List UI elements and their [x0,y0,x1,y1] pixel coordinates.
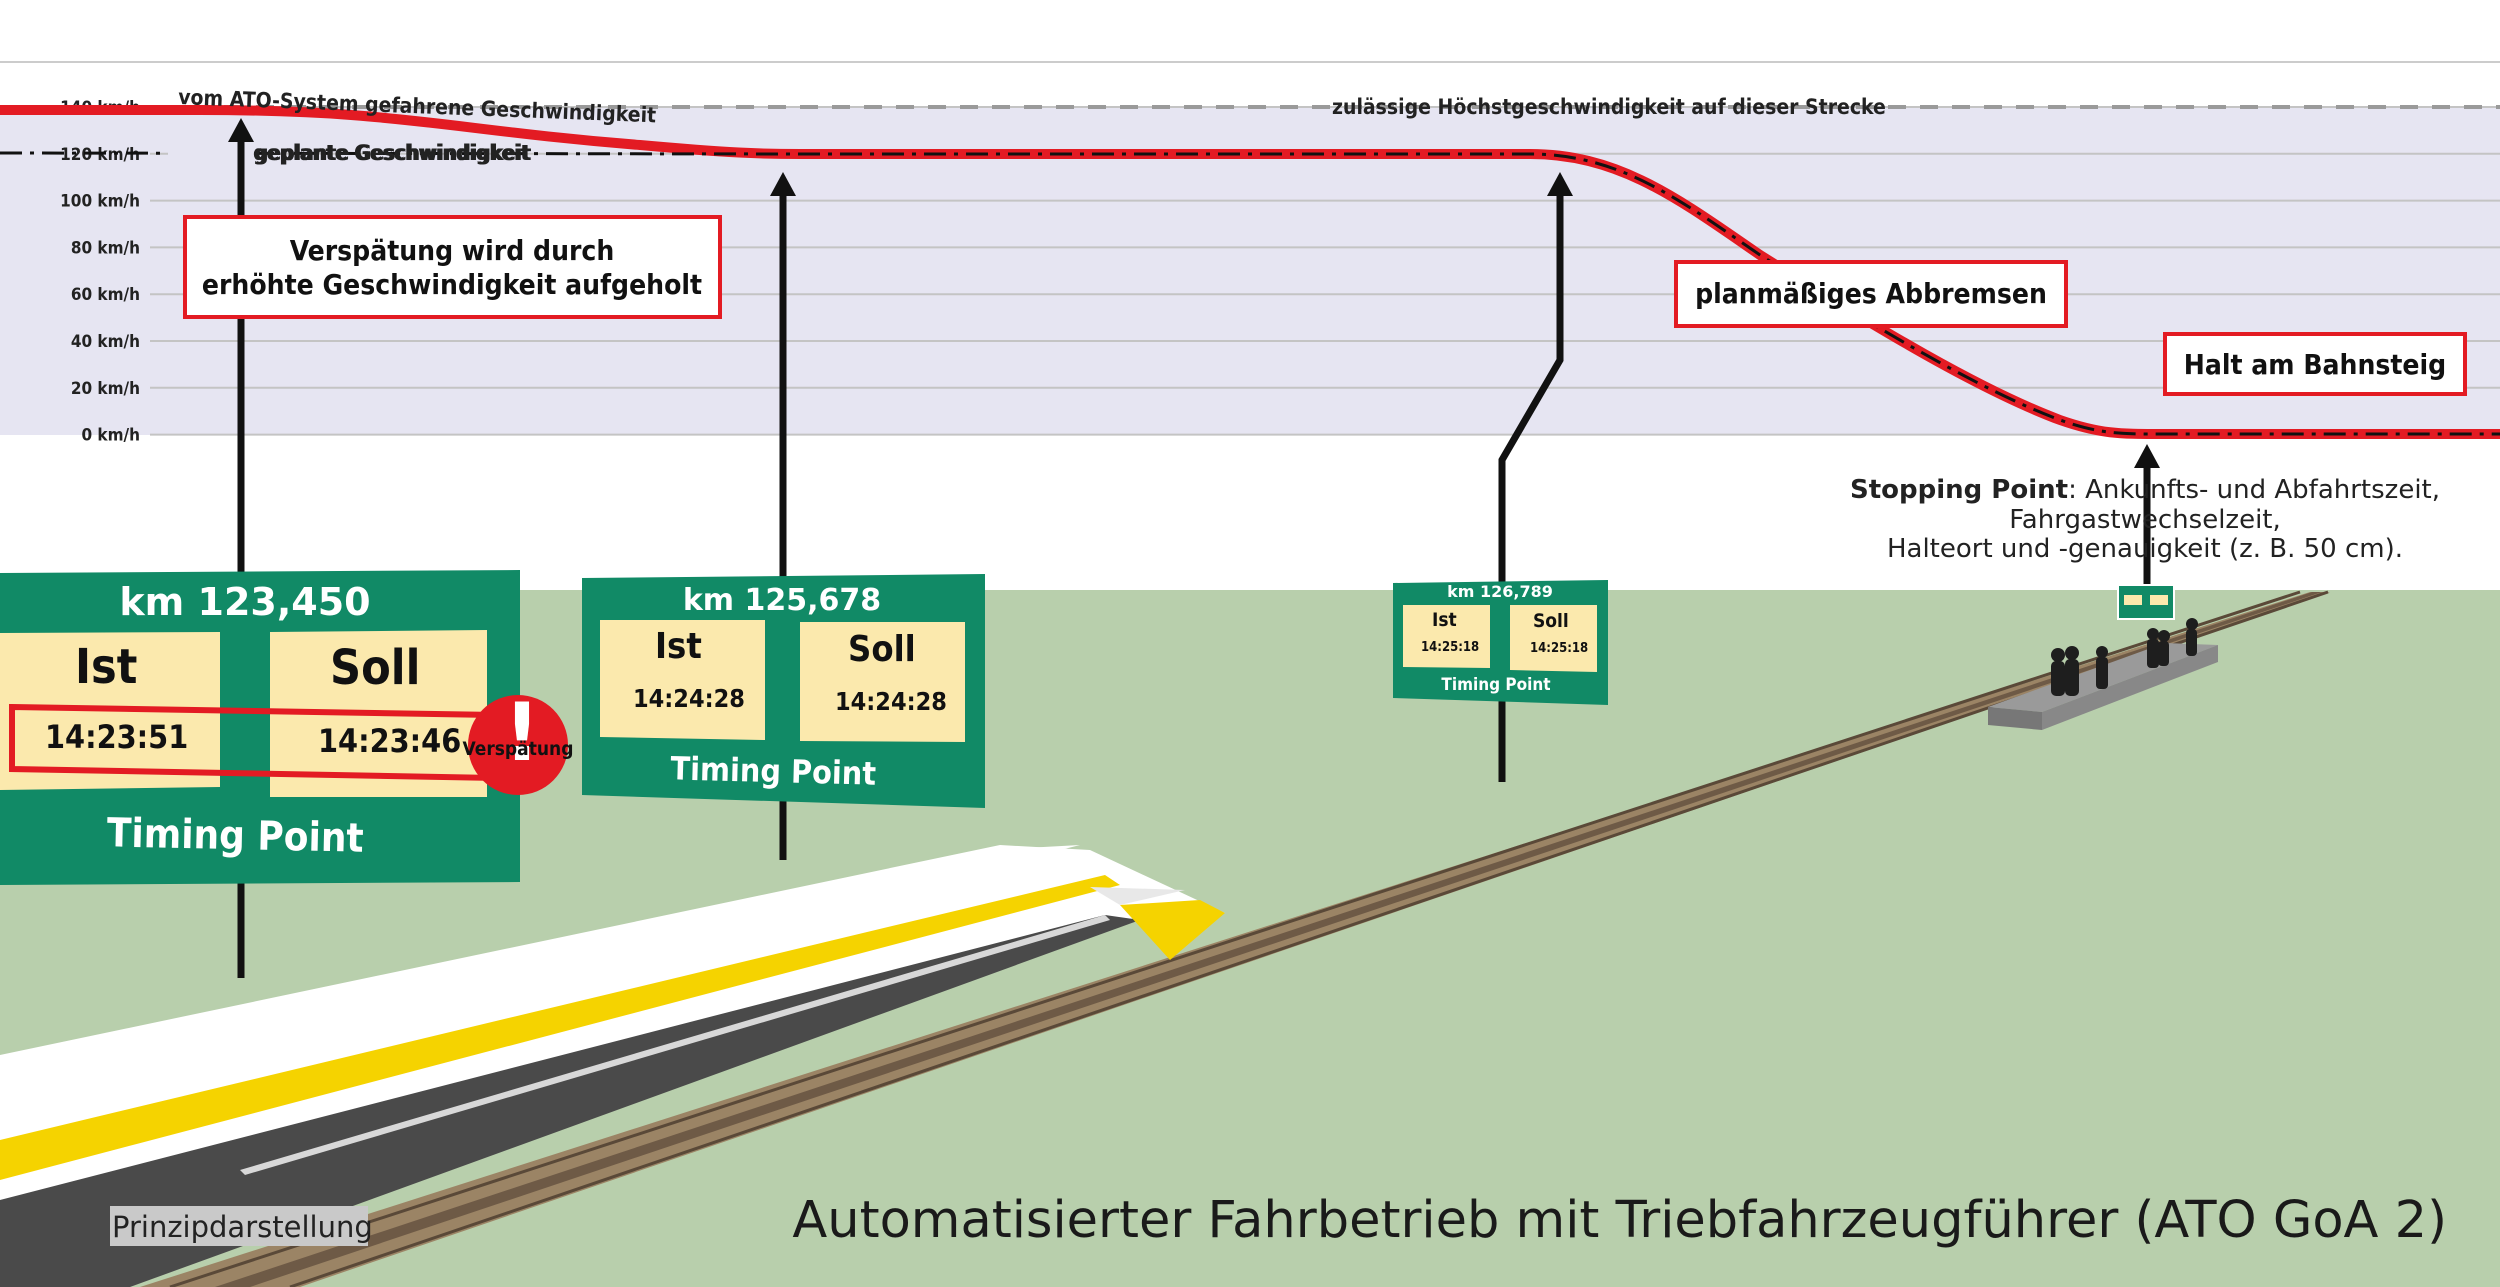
stopping-point-line1: Stopping Point: Ankunfts- und Abfahrtsze… [1850,475,2440,505]
rail-left [169,590,2301,1287]
arrow-head-4 [2134,444,2160,468]
svg-text:erhöhte Geschwindigkeit aufgeh: erhöhte Geschwindigkeit aufgeholt [202,268,702,301]
y-tick-label: 120 km/h [60,145,140,165]
tp3-km: km 126,789 [1447,582,1553,601]
callout-braking: planmäßiges Abbremsen [1674,260,2068,328]
arrow-head-3 [1547,172,1573,196]
stopping-point-info: Stopping Point: Ankunfts- und Abfahrtsze… [1850,475,2440,620]
train-roof-white [0,845,1080,1120]
y-tick-label: 40 km/h [71,332,140,352]
stopping-point-line3: Halteort und -genauigkeit (z. B. 50 cm). [1887,534,2403,564]
max-speed-label: zulässige Höchstgeschwindigkeit auf dies… [1332,95,1886,119]
tp3-name: Timing Point [1441,675,1550,695]
note-label: Prinzipdarstellung [112,1210,373,1244]
track-rail-dark [215,592,2322,1287]
train-cab-yellow [1120,900,1225,960]
y-tick-label: 60 km/h [71,285,140,305]
tp2-soll-time: 14:24:28 [835,687,947,716]
passengers [2051,618,2198,696]
planned-speed-label: geplante Geschwindigkeit [255,141,531,165]
timing-point-sign-1: km 123,450 Ist Soll 14:23:51 14:23:46 Ti… [0,570,573,885]
tp1-ist-time: 14:23:51 [45,718,188,756]
tp2-name: Timing Point [670,749,877,792]
tp2-ist-time: 14:24:28 [633,684,745,713]
diagram-title: Automatisierter Fahrbetrieb mit Triebfah… [792,1191,2447,1250]
tp3-ist-time: 14:25:18 [1421,640,1479,655]
tp1-km: km 123,450 [119,580,370,624]
y-tick-label: 80 km/h [71,238,140,258]
delay-label: Verspätung [463,738,574,760]
callout-halt: Halt am Bahnsteig [2163,332,2467,396]
callout-delay-recovery: Verspätung wird durch erhöhte Geschwindi… [183,215,722,319]
delay-badge [468,695,568,795]
platform-side [2042,645,2218,730]
svg-text:planmäßiges Abbremsen: planmäßiges Abbremsen [1695,277,2047,310]
timing-point-sign-2: km 125,678 Ist Soll 14:24:28 14:24:28 Ti… [582,574,985,808]
tp1-name: Timing Point [106,810,364,861]
tp2-ist-label: Ist [655,626,702,667]
svg-text:Halt am Bahnsteig: Halt am Bahnsteig [2184,348,2446,381]
tp1-soll-label: Soll [330,640,420,696]
arrow-head-2 [770,172,796,196]
tp3-soll-label: Soll [1533,610,1569,632]
arrow-head-1 [228,118,254,142]
y-tick-label: 0 km/h [81,426,140,446]
tp1-soll-time: 14:23:46 [318,722,461,760]
tp3-ist-label: Ist [1432,609,1457,631]
train-window-stripe [240,915,1110,1175]
train [0,845,1225,1287]
train-cab-window [1090,887,1185,905]
tp1-ist-label: Ist [75,639,137,695]
note-background [110,1206,368,1246]
platform-front [1988,707,2042,730]
timing-point-sign-3: km 126,789 Ist Soll 14:25:18 14:25:18 Ti… [1393,580,1608,705]
y-tick-label: 20 km/h [71,379,140,399]
svg-text:Verspätung wird durch: Verspätung wird durch [290,234,615,267]
tp2-soll-label: Soll [848,629,916,670]
landscape [0,590,2500,1287]
tp2-km: km 125,678 [683,583,881,618]
tp3-soll-time: 14:25:18 [1530,641,1588,656]
train-dark-side [0,915,1140,1287]
y-tick-label: 100 km/h [60,192,140,212]
alert-icon: ! [504,686,540,779]
planned-speed-label-text: geplante Geschwindigkeit [253,141,529,165]
stopping-point-line2: Fahrgastwechselzeit, [2009,505,2281,535]
train-stripe-yellow [0,875,1120,1180]
footer: Prinzipdarstellung Automatisierter Fahrb… [110,1191,2447,1250]
